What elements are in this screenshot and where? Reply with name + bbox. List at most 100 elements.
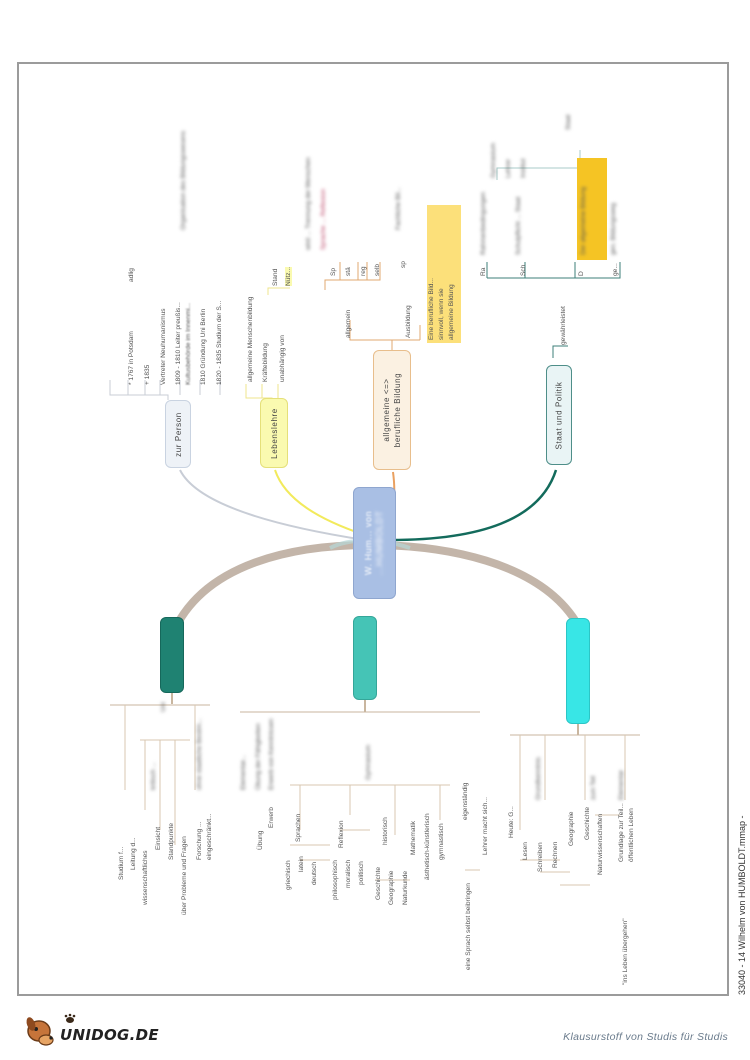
bildung-blur-2: wird ... Trennung der Menschen <box>305 157 312 250</box>
br-blur-2: zum Teil <box>590 775 597 800</box>
brand-logo[interactable]: UNIDOG.DE <box>22 1012 162 1052</box>
bm-blur-2: Übung der Fähigkeiten <box>255 723 262 790</box>
bm-sprachen: Sprachen <box>295 813 302 842</box>
bm-blur-4: Gymnasium <box>365 744 372 780</box>
br-schreiben: Schreiben <box>537 842 544 872</box>
side-credit: 33040 - 14 Wilhelm von HUMBOLDT.mmap - <box>737 815 747 995</box>
node-staat-label: Staat und Politik <box>554 380 564 450</box>
bl-item-forschung: Forschung ... <box>196 821 203 860</box>
node-bildung-label-1: allgemeine <=> <box>382 378 391 442</box>
staat-blur-3: Der allgemeine Bildung <box>580 186 587 255</box>
node-bottom-right[interactable] <box>566 618 590 724</box>
node-bildung[interactable]: allgemeine <=> berufliche Bildung <box>373 350 411 470</box>
bl-blur-3: Uni <box>160 702 167 712</box>
bl-item-leitung: Leitung d... <box>130 837 137 870</box>
bildung-ausbildung: Ausbildung <box>405 305 412 338</box>
lebenslehre-item-3: unabhängig von <box>279 335 286 382</box>
bm-philosophisch: philosophisch <box>332 860 339 900</box>
bm-latein: latein <box>298 856 305 872</box>
bm-historisch: historisch <box>382 817 389 845</box>
person-item-death: + 1835 <box>144 364 151 385</box>
center-label-2: ...HUMBOLDT <box>374 510 385 576</box>
person-item-vertreter: Vertreter Neuhumanismus <box>160 308 167 385</box>
node-zur-person[interactable]: zur Person <box>165 400 191 468</box>
bm-mathematik: Mathematik <box>410 820 417 855</box>
staat-highlight <box>577 158 607 260</box>
bl-item-standpunkte: Standpunkte <box>168 822 175 860</box>
bildung-highlight-2: sinnvoll, wenn sie <box>438 288 445 340</box>
bildung-highlight <box>427 205 461 343</box>
staat-blur-7: Institut <box>520 158 527 178</box>
connector-person <box>179 469 366 541</box>
staat-blur-5: Gymnasium <box>490 142 497 178</box>
bm-naturkunde: Naturkunde <box>402 870 409 905</box>
bl-item-eingeschraenkt: eingeschränkt... <box>206 813 213 860</box>
bm-sprach: eine Sprach selbst beibringen <box>465 883 472 970</box>
br-blur-1: Grundkenntnis <box>535 757 542 800</box>
bl-item-wissenschaftlich: wissenschaftliches <box>142 850 149 905</box>
bl-item-studium: Studium f... <box>118 846 125 880</box>
person-item-uni: 1810 Gründung Uni Berlin <box>200 308 207 385</box>
node-zur-person-label: zur Person <box>173 411 183 457</box>
bm-gymnastisch: gymnastisch <box>438 823 445 860</box>
br-heute: Heute: G... <box>508 806 515 838</box>
bildung-selb: selb <box>374 263 381 276</box>
person-blur-9: Organisation des Bildungswesens <box>180 130 187 230</box>
person-item-studium: 1820 - 1835 Studium der S... <box>216 300 223 385</box>
bm-aesthetisch: ästhetisch-künstlerisch <box>424 813 431 880</box>
bl-item-probleme: über Probleme und Fragen <box>181 836 188 915</box>
brand-text: UNIDOG.DE <box>60 1026 159 1044</box>
lebenslehre-item-1: allgemeine Menschenbildung <box>247 296 254 382</box>
br-grundlage-2: öffentlichen Leben <box>628 808 635 862</box>
bildung-blur-3: Fachliche Bil... <box>395 187 402 230</box>
staat-sch: Sch <box>520 264 527 276</box>
br-grundlage-1: Grundlage zur Teil... <box>618 803 625 862</box>
staat-blur-4: gen. Bildungsweg <box>610 202 617 255</box>
br-geschichte: Geschichte <box>584 807 591 840</box>
bm-moralisch: moralisch <box>345 859 352 888</box>
bildung-highlight-1: Eine berufliche Bild... <box>428 278 435 340</box>
bm-politisch: politisch <box>358 861 365 885</box>
person-item-leiter: 1809 - 1810 Leiter preußis... <box>175 302 182 385</box>
staat-blur-1: Rahmenbedingungen <box>480 191 487 255</box>
bildung-sta: stä <box>345 267 352 276</box>
bm-blur-3: Erwerb von Kenntnissen <box>268 718 275 790</box>
bildung-sp: Sp <box>330 267 337 276</box>
node-bottom-middle[interactable] <box>353 616 377 700</box>
br-ins-leben: "ins Leben übergehen" <box>622 918 629 985</box>
node-staat[interactable]: Staat und Politik <box>546 365 572 465</box>
center-node[interactable]: W. Hum... von ...HUMBOLDT <box>353 487 396 599</box>
staat-ra: Ra <box>480 267 487 276</box>
node-bottom-left[interactable] <box>160 617 184 693</box>
lebenslehre-item-5: Nütz... <box>285 266 292 286</box>
bl-blur-1: kritisch ... <box>150 762 157 790</box>
node-bildung-label-2: berufliche Bildung <box>393 372 402 448</box>
bm-geographie: Geographie <box>388 870 395 905</box>
bm-ubung: Übung <box>257 830 264 850</box>
footer-slogan: Klausurstoff von Studis für Studis <box>563 1031 728 1043</box>
center-label-1: W. Hum... von <box>363 510 374 576</box>
bm-blur-1: Elementar... <box>240 754 247 790</box>
br-geographie: Geographie <box>568 811 575 846</box>
person-item-kultus: Kultusbehörde im Innenmi... <box>185 302 192 385</box>
staat-gewahrleistet: gewährleistet <box>560 306 567 345</box>
dog-icon <box>26 1013 76 1046</box>
staat-blur-8: Staat <box>565 114 572 130</box>
bildung-reg: reg <box>360 266 367 276</box>
br-lesen: Lesen <box>522 842 529 860</box>
br-blur-3: Elementar <box>618 769 625 800</box>
person-item-birth: * 1767 in Potsdam <box>128 331 135 385</box>
bm-geschichte: Geschichte <box>375 867 382 900</box>
lebenslehre-item-4: Stand <box>272 268 279 286</box>
bm-reflexion: Reflexion <box>338 820 345 849</box>
connector-staat <box>389 469 558 542</box>
bm-deutsch: deutsch <box>311 861 318 885</box>
bl-item-einsicht: Einsicht <box>155 826 162 850</box>
bm-lehrer: Lehrer macht sich... <box>482 797 489 855</box>
node-lebenslehre[interactable]: Lebenslehre <box>260 398 288 468</box>
node-lebenslehre-label: Lebenslehre <box>269 407 279 459</box>
staat-blur-2: Schulpflicht ... Staat <box>515 196 522 255</box>
bildung-allgemein: allgemein <box>345 309 352 338</box>
br-rechnen: Rechnen <box>552 841 559 868</box>
